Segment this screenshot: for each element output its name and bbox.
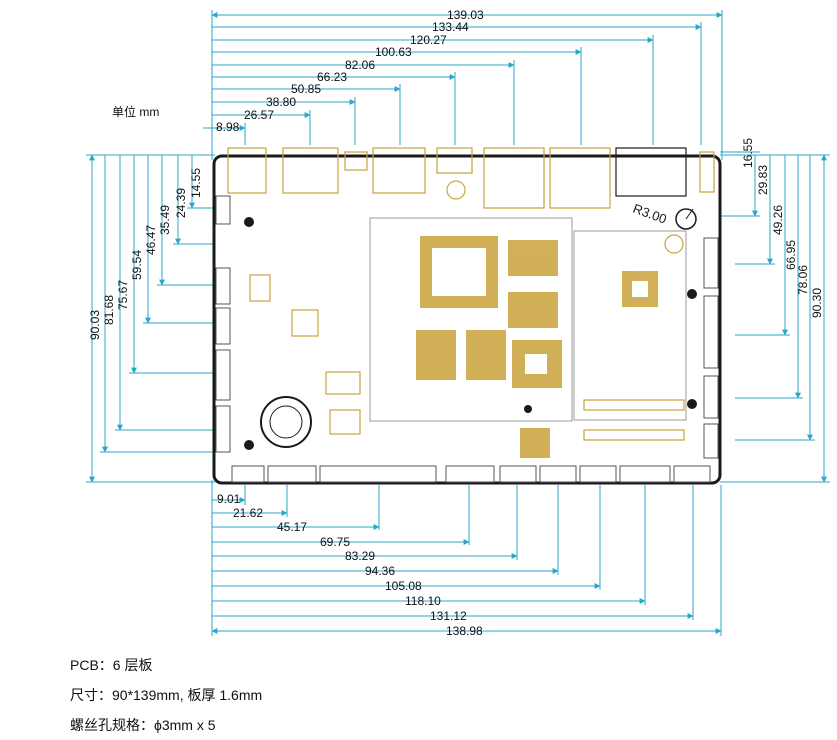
top-dim-label: 50.85 <box>291 82 321 96</box>
right-dim-label: 16.55 <box>741 138 755 168</box>
left-dimensions <box>86 154 215 483</box>
bottom-dim-label: 83.29 <box>345 549 375 563</box>
bottom-dim-label: 105.08 <box>385 579 422 593</box>
right-dim-label: 90.30 <box>810 288 824 318</box>
right-dim-label: 78.06 <box>796 265 810 295</box>
top-dim-label: 8.98 <box>216 120 240 134</box>
bottom-dim-label: 94.36 <box>365 564 395 578</box>
left-dim-label: 14.55 <box>189 168 203 198</box>
unit-label: 单位 mm <box>112 105 160 119</box>
pcb-notes: PCB：6 层板 尺寸：90*139mm, 板厚 1.6mm 螺丝孔规格：ϕ3m… <box>70 650 262 740</box>
left-dim-label: 24.39 <box>174 188 188 218</box>
bottom-dim-label: 9.01 <box>217 492 241 506</box>
top-dim-label: 26.57 <box>244 108 274 122</box>
left-dim-label: 75.67 <box>116 280 130 310</box>
bottom-dim-label: 131.12 <box>430 609 467 623</box>
bottom-dimensions <box>211 480 722 636</box>
note-screw-holes: 螺丝孔规格：ϕ3mm x 5 <box>70 717 216 733</box>
top-dim-label: 133.44 <box>432 20 469 34</box>
pcb-dimension-drawing: R3.00 139.03 133.44 120.27 100.63 82.06 … <box>86 8 830 638</box>
left-dim-label: 46.47 <box>144 225 158 255</box>
top-dim-label: 139.03 <box>447 8 484 22</box>
left-dim-label: 90.03 <box>88 310 102 340</box>
pcb-board: R3.00 <box>212 147 722 485</box>
bottom-dim-label: 118.10 <box>405 594 441 608</box>
right-dim-label: 49.26 <box>771 205 785 235</box>
top-dim-label: 38.80 <box>266 95 296 109</box>
right-dim-label: 66.95 <box>784 240 798 270</box>
top-dim-label: 66.23 <box>317 70 347 84</box>
note-size: 尺寸：90*139mm, 板厚 1.6mm <box>70 687 263 703</box>
left-dim-label: 59.54 <box>130 250 144 280</box>
top-dimensions <box>203 10 723 160</box>
right-dimensions <box>715 151 830 483</box>
top-dim-label: 82.06 <box>345 58 375 72</box>
bottom-dim-label: 45.17 <box>277 520 307 534</box>
right-dim-label: 29.83 <box>756 165 770 195</box>
bottom-dim-label: 21.62 <box>233 506 263 520</box>
note-layers: PCB：6 层板 <box>70 657 153 673</box>
left-dim-label: 81.68 <box>102 295 116 325</box>
top-dim-label: 100.63 <box>375 45 412 59</box>
bottom-dim-label: 138.98 <box>446 624 483 638</box>
left-dim-label: 35.49 <box>158 205 172 235</box>
top-dim-label: 120.27 <box>410 33 447 47</box>
bottom-dim-label: 69.75 <box>320 535 350 549</box>
